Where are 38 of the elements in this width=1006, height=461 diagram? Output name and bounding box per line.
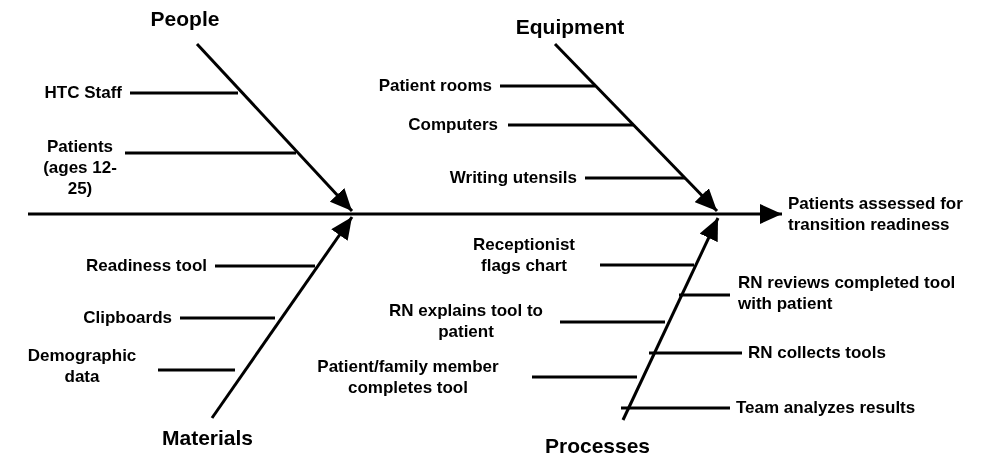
branch-line [585, 176, 685, 180]
category-label: Processes [535, 433, 660, 458]
cause-label: Clipboards [46, 307, 172, 328]
cause-label: Team analyzes results [736, 397, 976, 418]
arrow [553, 42, 719, 213]
branch-line [560, 320, 665, 324]
cause-label: Patient/family member completes tool [288, 356, 528, 398]
cause-label: RN reviews completed tool with patient [738, 272, 978, 314]
category-label: People [140, 6, 230, 31]
effect-label: Patients assessed for transition readiness [788, 193, 1006, 235]
branch-line [130, 91, 238, 95]
cause-label: Receptionist flags chart [452, 234, 596, 276]
cause-label: HTC Staff [14, 82, 122, 103]
branch-line [508, 123, 633, 127]
branch-line [532, 375, 637, 379]
cause-label: RN collects tools [748, 342, 908, 363]
branch-line [600, 263, 694, 267]
branch-line [621, 406, 730, 410]
arrow [210, 216, 354, 419]
branch-line [180, 316, 275, 320]
category-label: Materials [145, 425, 270, 450]
cause-label: Readiness tool [40, 255, 207, 276]
branch-line [679, 293, 730, 297]
arrow [195, 43, 354, 212]
cause-label: RN explains tool to patient [376, 300, 556, 342]
branch-line [158, 368, 235, 372]
branch-line [500, 84, 595, 88]
branch-line [215, 264, 315, 268]
arrow [28, 204, 782, 224]
branch-line [125, 151, 296, 155]
cause-label: Demographic data [8, 345, 156, 387]
category-label: Equipment [500, 14, 640, 39]
cause-label: Writing utensils [400, 167, 577, 188]
cause-label: Patient rooms [336, 75, 492, 96]
arrow [621, 217, 720, 421]
cause-label: Computers [376, 114, 498, 135]
branch-line [649, 351, 742, 355]
cause-label: Patients (ages 12-25) [40, 136, 120, 199]
